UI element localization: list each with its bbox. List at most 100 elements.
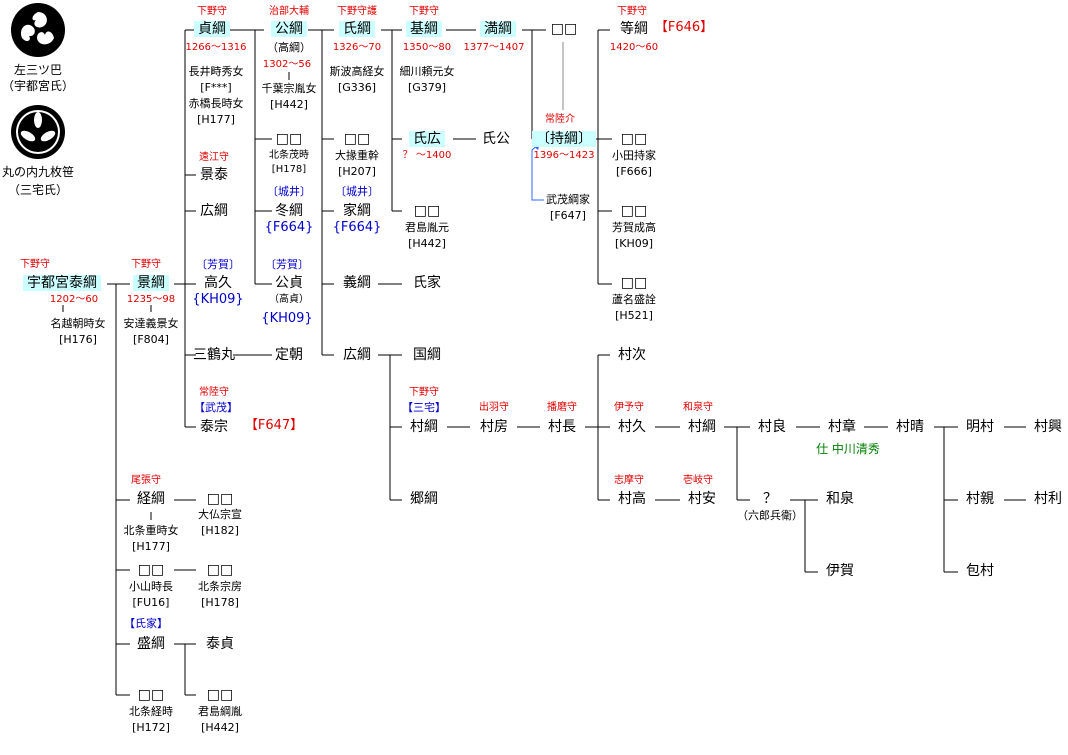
person-hirotsuna: 広綱 bbox=[343, 347, 371, 363]
title: 治部大輔 bbox=[269, 6, 309, 17]
ref: [H442] bbox=[408, 237, 446, 250]
person-muratoshi: 村利 bbox=[1034, 491, 1062, 507]
wife: 千葉宗胤女 bbox=[261, 82, 317, 95]
person-daughter: □□ bbox=[620, 275, 648, 291]
clan: 【武茂】 bbox=[194, 401, 238, 414]
person-mitsutsuna: 満綱 bbox=[480, 21, 516, 38]
wife: 小田持家 bbox=[612, 149, 656, 162]
person-daughter: □□ bbox=[620, 131, 648, 147]
person-yoshitsuna: 義綱 bbox=[343, 275, 371, 291]
person-daughter: □□ bbox=[137, 562, 165, 578]
person-daughter: □□ bbox=[206, 687, 234, 703]
title: 常陸守 bbox=[199, 387, 229, 398]
person-kunitsuna: 国綱 bbox=[413, 347, 441, 363]
title: 下野守 bbox=[409, 387, 439, 398]
maru-kumaizasa-crest-icon bbox=[10, 104, 66, 164]
person-yasutsuna: 宇都宮泰綱 bbox=[23, 275, 101, 292]
title: 下野守 bbox=[617, 6, 647, 17]
ref: [FU16] bbox=[132, 596, 170, 609]
crest-1-sub: （宇都宮氏） bbox=[1, 79, 75, 93]
wife: 細川頼元女 bbox=[399, 65, 455, 78]
title: 下野守 bbox=[20, 259, 50, 270]
clan: 【三宅】 bbox=[402, 401, 446, 414]
person-tsunetsuna: 経綱 bbox=[137, 491, 165, 507]
person-daughter: □□ bbox=[550, 21, 578, 37]
person-kintsuna: 公綱 bbox=[271, 21, 307, 38]
person-sadatsuna: 貞綱 bbox=[194, 21, 230, 38]
wife: 大掾重幹 bbox=[335, 149, 379, 162]
person-daughter: □□ bbox=[275, 131, 303, 147]
person-muranaga: 村長 bbox=[548, 419, 576, 435]
person-fuyutsuna: 冬綱 bbox=[275, 203, 303, 219]
alias: （六郎兵衛） bbox=[737, 509, 803, 522]
ref: [H521] bbox=[615, 309, 653, 322]
title: 出羽守 bbox=[479, 402, 509, 413]
clan: 〔芳賀〕 bbox=[196, 258, 240, 271]
years: 1266〜1316 bbox=[185, 42, 247, 53]
title: 壱岐守 bbox=[683, 475, 713, 486]
person-ujikimi: 氏公 bbox=[482, 131, 510, 147]
mitsudomoe-crest-icon bbox=[10, 2, 66, 62]
person-daughter: □□ bbox=[413, 203, 441, 219]
wife: 斯波高経女 bbox=[329, 65, 385, 78]
wife: 北条宗房 bbox=[198, 580, 242, 593]
person-mototsuna: 基綱 bbox=[406, 21, 442, 38]
ref: {KH09} bbox=[261, 311, 313, 326]
person-yasumune: 泰宗 bbox=[200, 419, 228, 435]
person-kagehata: 景泰 bbox=[200, 167, 228, 183]
ref: [H182] bbox=[201, 524, 239, 537]
person-gotsuna: 郷綱 bbox=[410, 491, 438, 507]
person-muraaki: 村章 bbox=[828, 419, 856, 435]
person-akimura: 明村 bbox=[966, 419, 994, 435]
years: 1235〜98 bbox=[126, 294, 176, 305]
person-mochitsuna: 〔持綱〕 bbox=[532, 131, 596, 148]
title: 下野守 bbox=[197, 6, 227, 17]
title: 伊予守 bbox=[614, 402, 644, 413]
person-murayoshi: 村良 bbox=[758, 419, 786, 435]
title: 遠江守 bbox=[199, 152, 229, 163]
title: 尾張守 bbox=[131, 475, 161, 486]
person-ujitsuna: 氏綱 bbox=[339, 21, 375, 38]
note: 仕 中川清秀 bbox=[816, 442, 880, 456]
clan: 〔城井〕 bbox=[335, 185, 379, 198]
wife: 小山時長 bbox=[129, 580, 173, 593]
years: 1377〜1407 bbox=[463, 42, 525, 53]
person-muratsuna-2: 村綱 bbox=[688, 419, 716, 435]
person-mitsurumaru: 三鶴丸 bbox=[193, 347, 235, 363]
ref: [H176] bbox=[59, 333, 97, 346]
ref: 【F647】 bbox=[244, 418, 304, 433]
person-muratsugu: 村次 bbox=[618, 347, 646, 363]
crest-1-label: 左三ツ巴 bbox=[13, 63, 63, 77]
person-daughter: □□ bbox=[620, 203, 648, 219]
wife: 長井時秀女 bbox=[188, 65, 244, 78]
person-hitotsuna: 等綱 bbox=[620, 21, 648, 37]
ref: [H442] bbox=[270, 98, 308, 111]
person-unknown: ？ bbox=[763, 491, 777, 507]
person-muratsuna: 村綱 bbox=[410, 419, 438, 435]
person-kanemura: 包村 bbox=[966, 563, 994, 579]
person-daughter: □□ bbox=[206, 562, 234, 578]
ref: 【F646】 bbox=[654, 20, 714, 35]
ref: {F664} bbox=[264, 220, 314, 235]
clan: 〔城井〕 bbox=[267, 185, 311, 198]
person-murahisa: 村久 bbox=[618, 419, 646, 435]
wife: 蘆名盛詮 bbox=[612, 293, 656, 306]
person-muraoki: 村興 bbox=[1034, 419, 1062, 435]
person-daughter: □□ bbox=[343, 131, 371, 147]
person-iga: 伊賀 bbox=[826, 563, 854, 579]
ref: [H178] bbox=[271, 164, 307, 175]
person-murayasu: 村安 bbox=[688, 491, 716, 507]
alias: （高綱） bbox=[267, 41, 311, 54]
years: ？ 〜1400 bbox=[402, 150, 452, 161]
ref: [F647] bbox=[550, 209, 586, 222]
years: 1396〜1423 bbox=[533, 150, 595, 161]
wife: 大仏宗宣 bbox=[198, 508, 242, 521]
person-daughter: □□ bbox=[137, 687, 165, 703]
person-hirotsuna: 広綱 bbox=[200, 203, 228, 219]
person-murataka: 村高 bbox=[618, 491, 646, 507]
title: 下野守護 bbox=[337, 6, 377, 17]
title: 下野守 bbox=[131, 259, 161, 270]
ref: [G379] bbox=[407, 81, 447, 94]
wife: 君島綱胤 bbox=[198, 705, 242, 718]
